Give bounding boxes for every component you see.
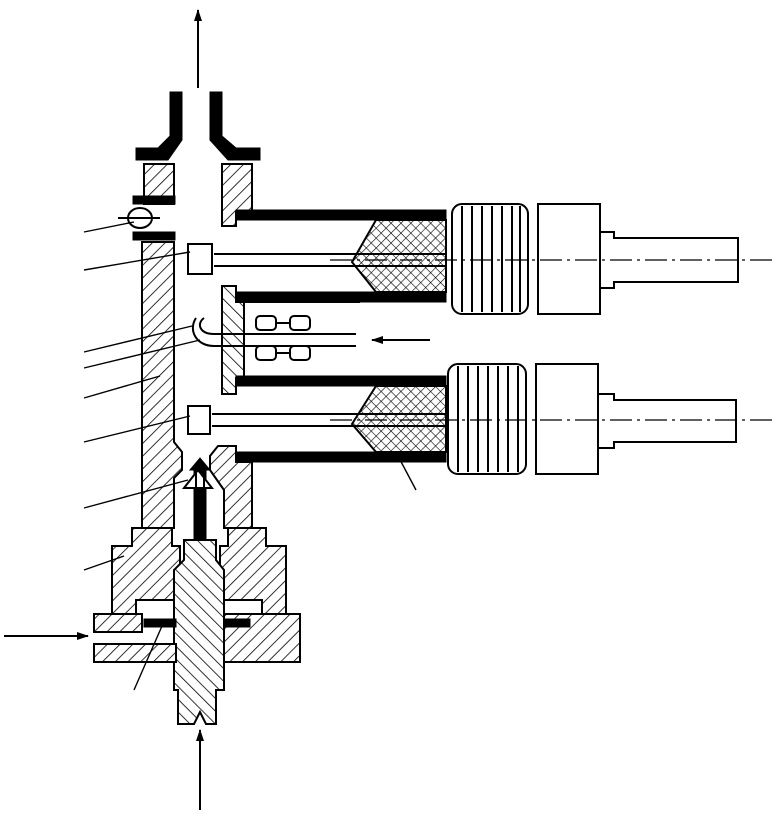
leader-lines — [83, 221, 417, 691]
ball-valve — [118, 207, 160, 229]
leader-3 — [83, 325, 193, 353]
upper-connector-shaft — [599, 231, 739, 289]
leader-8 — [83, 555, 125, 571]
upper-knurled-nut — [451, 203, 529, 315]
outlet-nozzle — [135, 91, 261, 161]
gas-inlet-upper-plate — [93, 613, 143, 633]
base-right-block — [219, 527, 287, 615]
side-inlet-assembly — [191, 285, 360, 395]
left-body-wall — [141, 241, 183, 529]
leader-9 — [133, 625, 163, 691]
lower-connector-body — [535, 363, 599, 475]
seal-ring-bottom — [132, 231, 176, 241]
lower-electrode-tip — [187, 405, 211, 435]
upper-electrode-tip — [187, 243, 213, 275]
inner-sleeve — [173, 539, 225, 725]
leader-7 — [83, 479, 189, 509]
leader-1 — [83, 221, 135, 233]
leader-6 — [83, 415, 191, 443]
leader-5 — [83, 375, 161, 399]
lower-connector-shaft — [597, 393, 737, 449]
o-ring-left — [143, 618, 177, 628]
lower-electrode-assembly — [187, 363, 776, 475]
leader-10 — [397, 455, 417, 491]
leader-2 — [83, 251, 191, 271]
upper-electrode-assembly — [187, 203, 776, 315]
gas-inlet-lower-plate — [93, 643, 177, 663]
leader-4 — [83, 339, 201, 369]
seal-ring-top — [132, 195, 176, 205]
upper-connector-body — [537, 203, 601, 315]
o-ring-right — [223, 618, 251, 628]
base-left-block — [111, 527, 181, 615]
